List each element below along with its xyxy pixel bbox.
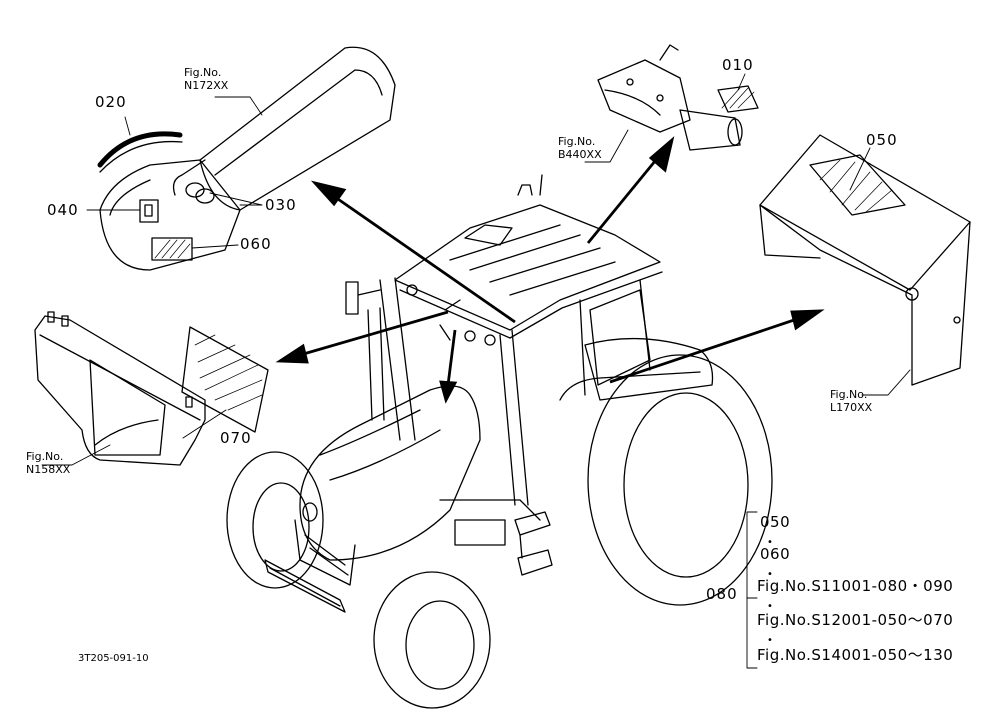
group-080-item-3: Fig.No.S11001-080・090 xyxy=(757,577,954,595)
group-080-item-2: 060 xyxy=(760,545,791,563)
figure-ref-n158-line1: Fig.No. xyxy=(26,450,64,463)
part-label-010: 010 xyxy=(722,56,754,74)
figure-ref-b440: Fig.No. B440XX xyxy=(558,135,602,161)
group-080-item-4: Fig.No.S12001-050～070 xyxy=(757,611,954,629)
part-label-050: 050 xyxy=(866,131,898,149)
group-080-separator: • xyxy=(767,601,773,612)
group-080-separator: • xyxy=(767,537,773,548)
leader-lines xyxy=(41,73,911,669)
console-assembly xyxy=(97,46,396,271)
part-label-070: 070 xyxy=(220,429,252,447)
drawing-code: 3T205-091-10 xyxy=(78,653,149,664)
rear-panel-assembly xyxy=(759,134,971,386)
decal-hatching xyxy=(154,87,893,411)
part-label-020: 020 xyxy=(95,93,127,111)
figure-ref-n172-line1: Fig.No. xyxy=(184,66,222,79)
figure-ref-b440-line1: Fig.No. xyxy=(558,135,596,148)
figure-ref-l170-line1: Fig.No. xyxy=(830,388,868,401)
pointer-arrows xyxy=(275,136,825,404)
group-080-separator: • xyxy=(767,635,773,646)
group-080-item-5: Fig.No.S14001-050～130 xyxy=(757,646,954,664)
figure-ref-n172: Fig.No. N172XX xyxy=(184,66,228,92)
tractor-illustration xyxy=(226,174,773,709)
part-label-060: 060 xyxy=(240,235,272,253)
part-label-040: 040 xyxy=(47,201,79,219)
side-panel-assembly xyxy=(34,311,269,466)
figure-ref-l170: Fig.No. L170XX xyxy=(830,388,872,414)
part-label-080: 080 xyxy=(706,585,738,603)
group-080-item-1: 050 xyxy=(760,513,791,531)
part-label-030: 030 xyxy=(265,196,297,214)
figure-ref-n158-line2: N158XX xyxy=(26,463,71,476)
figure-ref-n158: Fig.No. N158XX xyxy=(26,450,70,476)
figure-ref-l170-line2: L170XX xyxy=(830,401,873,414)
figure-ref-b440-line2: B440XX xyxy=(558,148,602,161)
figure-ref-n172-line2: N172XX xyxy=(184,79,229,92)
group-080-separator: • xyxy=(767,569,773,580)
